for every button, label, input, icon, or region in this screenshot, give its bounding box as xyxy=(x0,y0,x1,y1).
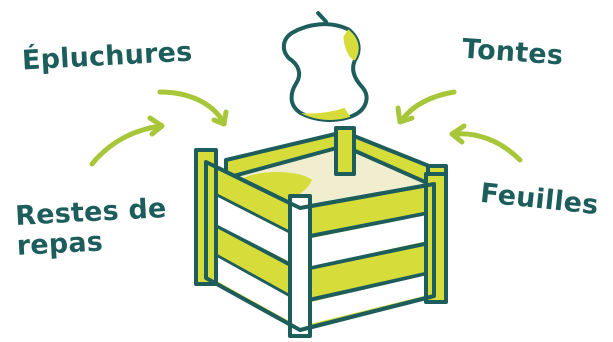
compost-bin-icon xyxy=(196,128,446,336)
arrow-epluchures xyxy=(160,92,226,124)
arrow-feuilles xyxy=(452,126,520,160)
label-restes-de-repas: Restes de repas xyxy=(15,194,169,262)
arrow-tontes xyxy=(398,92,454,122)
arrow-restes xyxy=(92,118,162,164)
apple-core-icon xyxy=(275,6,373,128)
